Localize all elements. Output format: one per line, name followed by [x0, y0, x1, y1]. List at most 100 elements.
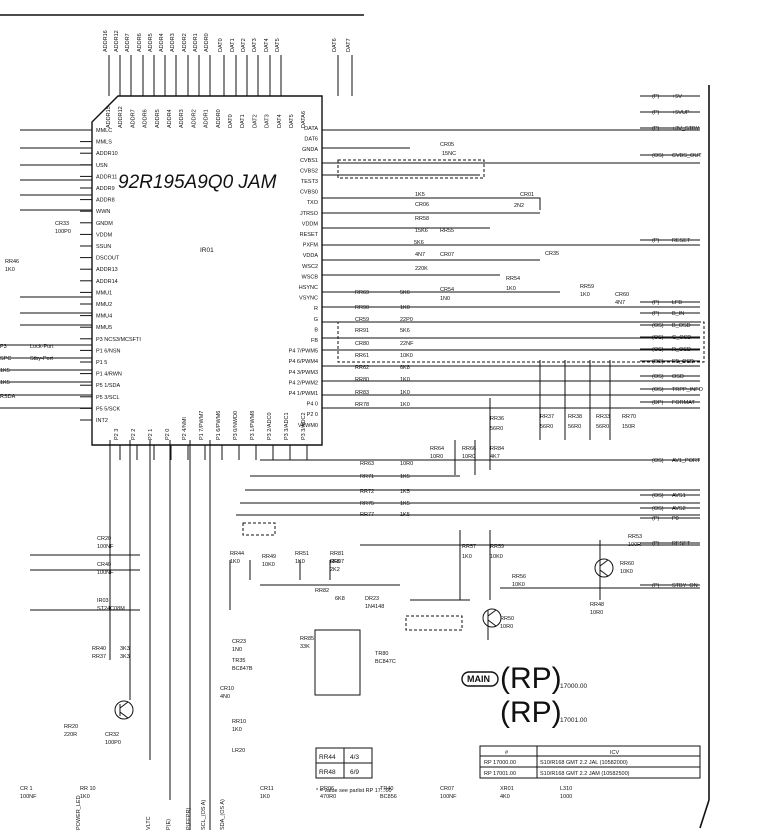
ic-right-pin-label: CVBS0	[300, 190, 318, 196]
component-ref: RR57	[462, 544, 476, 550]
component-value: 1000	[560, 794, 572, 800]
ic-right-pin-label: VSYNC	[299, 296, 318, 302]
component-value: 1K0	[400, 402, 410, 408]
component-ref: RR53	[628, 534, 642, 540]
ic-right-pin-label: DATA	[304, 126, 318, 132]
ic-right-pin-label: CVBS1	[300, 158, 318, 164]
component-value: 150R	[622, 424, 635, 430]
port-name: AV1_PORT	[672, 458, 701, 464]
ic-right-pin-label: G	[314, 317, 318, 323]
component-ref: CR60	[615, 292, 629, 298]
component-value: 10K0	[490, 554, 503, 560]
bottom-signal-label: SDA_(OS A)	[220, 799, 226, 830]
table-note: * = value see parlist RP 17...00	[316, 788, 392, 794]
top-signal-label: DAT7	[346, 38, 352, 52]
ic-bottom-pin-label: P2 4/NMI	[182, 417, 188, 440]
port-name: B_IN	[672, 311, 684, 317]
component-ref: CR10	[220, 686, 234, 692]
port-tag: (OS)	[652, 374, 664, 380]
transistor-tr80	[594, 558, 614, 578]
ic-right-pin-label: P4 7/PWM5	[289, 349, 318, 355]
component-value: 100P0	[105, 740, 121, 746]
component-ref: CR 1	[20, 786, 33, 792]
component-ref: RR80	[355, 377, 369, 383]
port-tag: (OS)	[652, 493, 664, 499]
component-ref: CR40	[97, 562, 111, 568]
main-badge: MAIN	[461, 671, 499, 687]
transistor-tr35	[482, 608, 502, 628]
top-signal-label: ADDR4	[159, 33, 165, 52]
component-value: 5K6	[414, 240, 424, 246]
component-ref: RR59	[490, 544, 504, 550]
component-ref: L310	[560, 786, 572, 792]
variant-header-1: #	[505, 750, 509, 756]
component-value: 6K8	[400, 365, 410, 371]
component-ref: RR60	[620, 561, 634, 567]
ic-right-pin-label: WSC2	[302, 264, 318, 270]
component-value: 2N2	[514, 203, 524, 209]
ic-left-pin-label: ADDR9	[96, 186, 115, 192]
port-tag: (P)	[652, 126, 660, 132]
ic-left-pin-label: P3 NCS3/MCSFTI	[96, 337, 141, 343]
ic-top-pin-label: ADDR4	[167, 109, 173, 128]
component-value: 220R	[64, 732, 77, 738]
component-ref: TR80	[375, 651, 388, 657]
port-tag: (OS)	[652, 506, 664, 512]
top-signal-label: ADDR0	[204, 33, 210, 52]
component-ref: RR62	[355, 365, 369, 371]
component-value: 1K5	[400, 501, 410, 507]
port-name: FORMAT	[672, 400, 695, 406]
component-ref: RR54	[506, 276, 520, 282]
ic-right-pin-label: TXO	[307, 200, 319, 206]
component-ref: RR66	[462, 446, 476, 452]
ic-left-pin-label: WWN	[96, 209, 110, 215]
ic-top-pin-label: ADDR12	[118, 106, 124, 128]
ic-top-pin-label: ADDR7	[130, 109, 136, 128]
port-tag: (P)	[652, 300, 660, 306]
ic-bottom-pin-label: P2 2	[131, 429, 137, 440]
component-value: 1K0	[230, 559, 240, 565]
ic-left-pin-label: MMU5	[96, 325, 112, 331]
ic-top-pin-label: DAT1	[240, 114, 246, 128]
component-value: 1K0	[400, 305, 410, 311]
ic-left-pin-label: P5 5/SCK	[96, 406, 120, 412]
port-tag: (P)	[652, 311, 660, 317]
component-ref: RR37	[540, 414, 554, 420]
component-value: 10R0	[590, 610, 603, 616]
component-value: 1N0	[232, 647, 242, 653]
component-value: 1K0	[400, 390, 410, 396]
variant-header-2: ICV	[610, 750, 620, 756]
component-value: 10K0	[512, 582, 525, 588]
port-tag: (P)	[652, 238, 660, 244]
component-value: 6K8	[330, 559, 340, 565]
component-ref: TR35	[232, 658, 245, 664]
port-tag: (OS)	[652, 387, 664, 393]
component-ref: CR80	[355, 341, 369, 347]
component-ref: RR69	[355, 290, 369, 296]
component-ref: CR59	[355, 317, 369, 323]
component-ref: RR85	[300, 636, 314, 642]
left-label: SPC	[0, 356, 11, 362]
component-ref: CR33	[55, 221, 69, 227]
ic-left-pin-label: MMU4	[96, 314, 112, 320]
ic-left-pin-label: VDDM	[96, 232, 113, 238]
port-tag: (P)	[652, 583, 660, 589]
component-value: 33K	[300, 644, 310, 650]
component-value: 1N4148	[365, 604, 384, 610]
component-value: 1K0	[5, 267, 15, 273]
component-value: 22P0	[400, 317, 413, 323]
component-ref: RR46	[5, 259, 19, 265]
port-tag: (OS)	[652, 458, 664, 464]
component-ref: RR61	[355, 353, 369, 359]
component-value: BC856	[380, 794, 397, 800]
component-ref: CR32	[105, 732, 119, 738]
ic-right-pin-label: FB	[311, 338, 318, 344]
ic-top-pin-label: ADDR5	[155, 109, 161, 128]
port-tag: (P)	[652, 110, 660, 116]
rp-label-1: (RP)	[500, 662, 562, 695]
ic-left-pin-label: ADDR8	[96, 198, 115, 204]
component-value: 10K0	[262, 562, 275, 568]
ic-left-pin-label: MMLS	[96, 140, 112, 146]
component-ref: RR49	[262, 554, 276, 560]
